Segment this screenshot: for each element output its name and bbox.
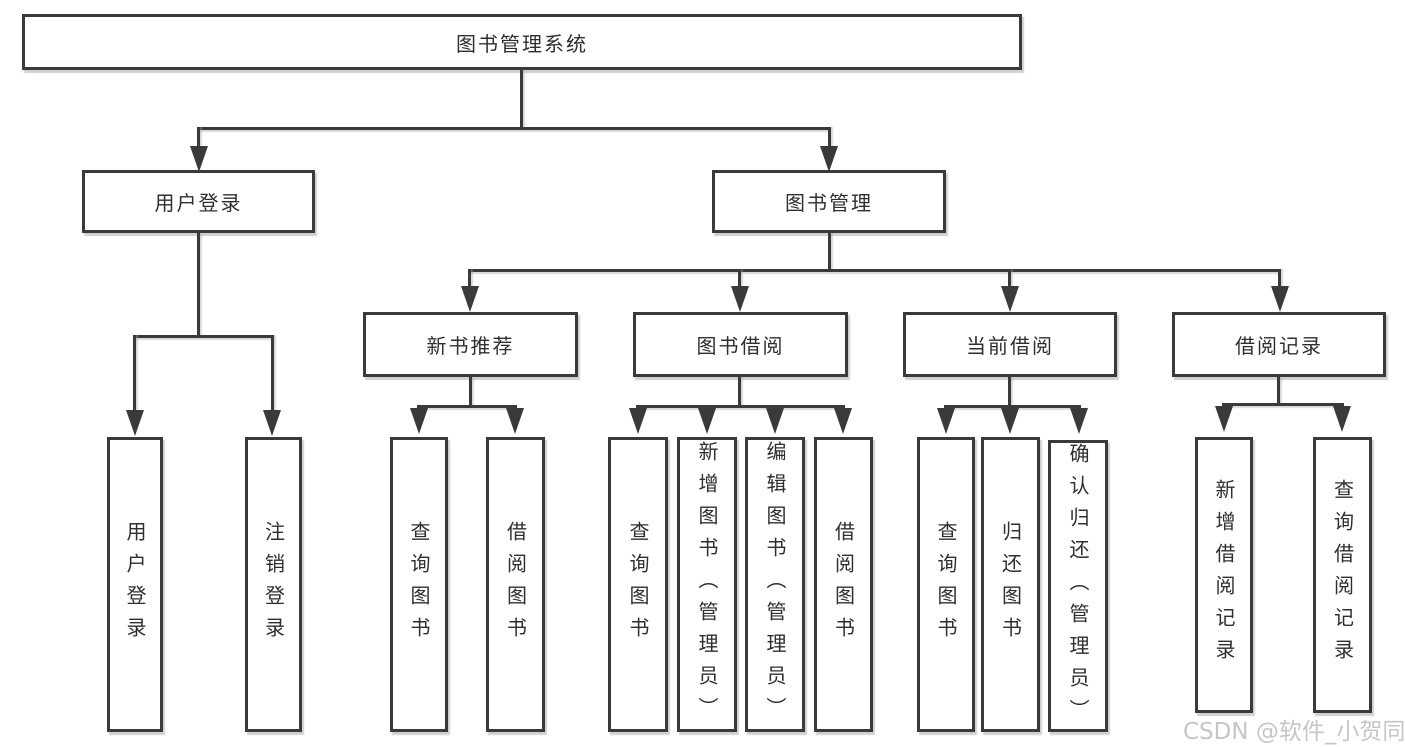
connector-line bbox=[944, 405, 1081, 408]
connector-line bbox=[1008, 269, 1011, 289]
leaf-current-confirm-admin: 确认归还（管理员） bbox=[1048, 440, 1108, 732]
csdn-watermark: CSDN @软件_小贺同学 bbox=[1183, 719, 1405, 745]
connector-line bbox=[828, 233, 831, 272]
node-system-root-label: 图书管理系统 bbox=[456, 31, 588, 56]
leaf-label: 查询图书 bbox=[934, 520, 958, 649]
arrow-down-icon bbox=[937, 408, 955, 434]
node-book-borrow: 图书借阅 bbox=[633, 312, 848, 377]
leaf-label: 编辑图书（管理员） bbox=[763, 440, 787, 729]
leaf-label: 借阅图书 bbox=[831, 520, 856, 649]
node-system-root: 图书管理系统 bbox=[22, 14, 1022, 70]
arrow-down-icon bbox=[629, 408, 647, 434]
connector-line bbox=[1277, 377, 1280, 405]
connector-line bbox=[468, 269, 1281, 272]
arrow-down-icon bbox=[190, 146, 208, 172]
connector-line bbox=[133, 335, 136, 412]
node-user-login: 用户登录 bbox=[82, 170, 315, 233]
node-user-login-label: 用户登录 bbox=[154, 191, 243, 215]
arrow-down-icon bbox=[698, 408, 716, 434]
leaf-label: 新增借阅记录 bbox=[1212, 479, 1236, 671]
leaf-newbooks-query: 查询图书 bbox=[390, 437, 448, 732]
arrow-down-icon bbox=[731, 286, 749, 312]
leaf-label: 借阅图书 bbox=[503, 520, 528, 649]
node-book-borrow-label: 图书借阅 bbox=[696, 334, 785, 358]
arrow-down-icon bbox=[410, 408, 428, 434]
leaf-label: 新增图书（管理员） bbox=[695, 440, 719, 729]
connector-line bbox=[468, 269, 471, 289]
leaf-borrow-edit-admin: 编辑图书（管理员） bbox=[745, 437, 805, 732]
connector-line bbox=[197, 127, 200, 149]
arrow-down-icon bbox=[1001, 286, 1019, 312]
arrow-down-icon bbox=[766, 408, 784, 434]
connector-line bbox=[271, 335, 274, 412]
connector-line bbox=[133, 335, 274, 338]
leaf-label: 查询图书 bbox=[626, 520, 650, 649]
arrow-down-icon bbox=[1271, 286, 1289, 312]
arrow-down-icon bbox=[506, 408, 524, 434]
connector-line bbox=[197, 127, 831, 130]
connector-line bbox=[1278, 269, 1281, 289]
arrow-down-icon bbox=[263, 410, 281, 436]
leaf-borrow-add-admin: 新增图书（管理员） bbox=[677, 437, 737, 732]
leaf-label: 用户登录 bbox=[123, 520, 147, 649]
leaf-borrow-borrow: 借阅图书 bbox=[814, 437, 873, 732]
connector-line bbox=[636, 405, 845, 408]
node-borrow-records: 借阅记录 bbox=[1172, 312, 1386, 377]
connector-line bbox=[1008, 377, 1011, 407]
node-book-mgmt-label: 图书管理 bbox=[785, 191, 873, 215]
leaf-records-query: 查询借阅记录 bbox=[1313, 437, 1372, 713]
connector-line bbox=[738, 269, 741, 289]
leaf-label: 注销登录 bbox=[261, 520, 286, 649]
arrow-down-icon bbox=[1215, 406, 1233, 432]
connector-line bbox=[1222, 403, 1344, 406]
connector-line bbox=[520, 70, 523, 129]
node-borrow-records-label: 借阅记录 bbox=[1235, 334, 1323, 358]
arrow-down-icon bbox=[834, 408, 852, 434]
leaf-label: 归还图书 bbox=[998, 520, 1023, 649]
node-new-books-label: 新书推荐 bbox=[426, 334, 515, 358]
connector-line bbox=[197, 233, 200, 337]
leaf-label: 查询借阅记录 bbox=[1330, 479, 1355, 671]
leaf-logout: 注销登录 bbox=[245, 437, 302, 732]
leaf-current-return: 归还图书 bbox=[981, 437, 1040, 732]
arrow-down-icon bbox=[126, 410, 144, 436]
leaf-borrow-query: 查询图书 bbox=[608, 437, 668, 732]
arrow-down-icon bbox=[461, 286, 479, 312]
arrow-down-icon bbox=[820, 146, 838, 172]
leaf-user-login: 用户登录 bbox=[107, 437, 163, 732]
connector-line bbox=[738, 377, 741, 407]
connector-line bbox=[828, 127, 831, 149]
leaf-newbooks-borrow: 借阅图书 bbox=[486, 437, 545, 732]
arrow-down-icon bbox=[1070, 408, 1088, 434]
arrow-down-icon bbox=[1333, 406, 1351, 432]
connector-line bbox=[417, 405, 517, 408]
leaf-label: 确认归还（管理员） bbox=[1066, 443, 1090, 731]
leaf-label: 查询图书 bbox=[407, 520, 431, 649]
arrow-down-icon bbox=[1001, 408, 1019, 434]
leaf-records-add: 新增借阅记录 bbox=[1195, 437, 1253, 713]
leaf-current-query: 查询图书 bbox=[917, 437, 975, 732]
node-new-books: 新书推荐 bbox=[363, 312, 578, 377]
connector-line bbox=[469, 377, 472, 407]
node-current-borrow-label: 当前借阅 bbox=[966, 334, 1054, 358]
node-book-mgmt: 图书管理 bbox=[712, 170, 946, 233]
node-current-borrow: 当前借阅 bbox=[903, 312, 1117, 377]
